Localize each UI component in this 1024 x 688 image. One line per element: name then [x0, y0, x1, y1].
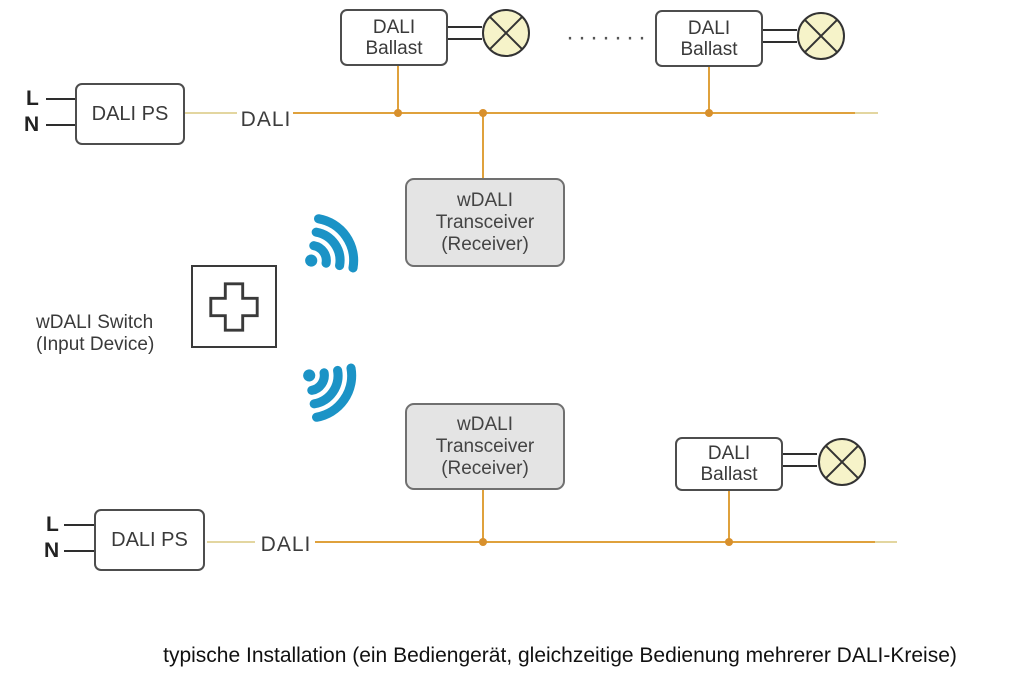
wdali-switch-label: wDALI Switch (Input Device): [36, 312, 154, 356]
wifi-signal-icon: [303, 363, 357, 422]
transceiver-label-line1: wDALI: [457, 189, 513, 211]
ballast-label-line1: DALI: [707, 443, 751, 464]
wifi-signal-icon: [305, 214, 359, 273]
wdali-transceiver-box: wDALI Transceiver (Receiver): [405, 403, 565, 490]
dali-bus-line: [855, 112, 878, 114]
dali-bus-line: [315, 541, 875, 543]
diagram-caption: typische Installation (ein Bediengerät, …: [163, 644, 957, 667]
mains-wire: [46, 98, 75, 100]
transceiver-label-line3: (Receiver): [441, 233, 529, 255]
ellipsis-dots: ·······: [566, 24, 650, 51]
bus-junction-dot: [394, 109, 402, 117]
dali-power-supply-box: DALI PS: [75, 83, 185, 145]
power-supply-label: DALI PS: [91, 102, 169, 125]
mains-wire: [46, 124, 75, 126]
dali-power-supply-box: DALI PS: [94, 509, 205, 571]
dali-bus-line: [293, 112, 855, 114]
bus-junction-dot: [479, 538, 487, 546]
mains-phase-label: L: [46, 513, 59, 536]
bus-drop-line: [397, 66, 399, 113]
dali-bus-label: DALI: [240, 108, 292, 131]
bus-junction-dot: [725, 538, 733, 546]
mains-neutral-label: N: [44, 539, 60, 562]
wdali-transceiver-box: wDALI Transceiver (Receiver): [405, 178, 565, 267]
mains-phase-label: L: [26, 87, 39, 110]
mains-neutral-label: N: [24, 113, 40, 136]
ballast-label-line2: Ballast: [365, 37, 423, 59]
lamp-wire: [448, 38, 482, 40]
ballast-label-line1: DALI: [687, 17, 731, 39]
transceiver-label-line1: wDALI: [457, 413, 513, 435]
switch-label-line2: (Input Device): [36, 334, 155, 355]
dali-ballast-box: DALI Ballast: [340, 9, 448, 66]
ballast-label-line1: DALI: [372, 16, 416, 38]
dali-ballast-box: DALI Ballast: [675, 437, 783, 491]
pushbutton-cross-icon: [209, 281, 259, 332]
mains-wire: [64, 550, 94, 552]
bus-junction-dot: [705, 109, 713, 117]
lamp-wire: [763, 41, 797, 43]
bus-drop-line: [482, 113, 484, 179]
power-supply-label: DALI PS: [111, 528, 188, 551]
transceiver-label-line2: Transceiver: [435, 435, 535, 457]
lamp-icon: [482, 9, 530, 57]
lamp-wire: [783, 465, 817, 467]
dali-bus-label: DALI: [260, 533, 312, 556]
transceiver-label-line2: Transceiver: [435, 211, 535, 233]
bus-drop-line: [728, 491, 730, 542]
ballast-label-line2: Ballast: [680, 38, 738, 60]
dali-bus-line: [207, 541, 255, 543]
wdali-switch-box: [191, 265, 277, 348]
lamp-icon: [818, 438, 866, 486]
bus-drop-line: [482, 490, 484, 542]
dali-bus-line: [875, 541, 897, 543]
transceiver-label-line3: (Receiver): [441, 457, 529, 479]
bus-junction-dot: [479, 109, 487, 117]
dali-bus-line: [185, 112, 237, 114]
switch-label-line1: wDALI Switch: [36, 312, 154, 333]
lamp-icon: [797, 12, 845, 60]
mains-wire: [64, 524, 94, 526]
lamp-wire: [763, 29, 797, 31]
ballast-label-line2: Ballast: [700, 464, 758, 485]
lamp-wire: [448, 26, 482, 28]
dali-ballast-box: DALI Ballast: [655, 10, 763, 67]
bus-drop-line: [708, 67, 710, 113]
lamp-wire: [783, 453, 817, 455]
